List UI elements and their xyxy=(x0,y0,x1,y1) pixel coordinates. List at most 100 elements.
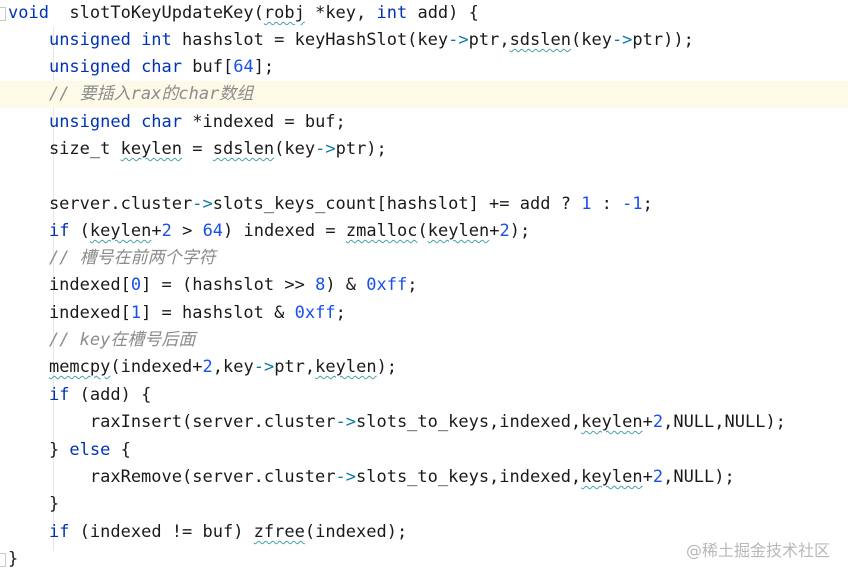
fold-marker-icon[interactable] xyxy=(0,7,6,21)
code-token: ,NULL); xyxy=(663,467,735,487)
code-token: -> xyxy=(335,467,356,487)
code-line-text: indexed[1] = hashslot & 0xff; xyxy=(8,300,346,327)
code-token: indexed[ xyxy=(8,303,131,323)
code-line-text: unsigned char buf[64]; xyxy=(8,54,274,81)
code-token: ; xyxy=(642,194,653,214)
code-token: 64 xyxy=(233,57,254,77)
code-token xyxy=(8,385,49,405)
code-line[interactable]: raxRemove(server.cluster->slots_to_keys,… xyxy=(0,464,848,491)
code-token: ]; xyxy=(253,57,275,77)
code-token: ) indexed = xyxy=(223,221,346,241)
code-token: ) & xyxy=(325,275,367,295)
code-line-text: // 槽号在前两个字符 xyxy=(8,245,216,272)
code-token: + xyxy=(151,221,162,241)
code-token: -1 xyxy=(622,194,643,214)
code-line[interactable]: size_t keylen = sdslen(key->ptr); xyxy=(0,136,848,163)
code-token xyxy=(8,330,49,350)
code-token: else xyxy=(69,440,111,460)
code-line[interactable]: void slotToKeyUpdateKey(robj *key, int a… xyxy=(0,0,848,27)
code-token: void xyxy=(8,3,49,23)
code-token: 64 xyxy=(202,221,224,241)
code-token: indexed[ xyxy=(8,275,131,295)
code-token xyxy=(8,221,49,241)
code-token: ] = (hashslot >> xyxy=(141,275,316,295)
code-line-text: // key在槽号后面 xyxy=(8,327,195,354)
code-line-text: raxInsert(server.cluster->slots_to_keys,… xyxy=(8,409,786,436)
code-line[interactable]: if (indexed != buf) zfree(indexed); xyxy=(0,519,848,546)
code-token xyxy=(8,357,49,377)
code-token: -> xyxy=(315,139,336,159)
code-token: size_t xyxy=(8,139,121,159)
code-line[interactable]: if (add) { xyxy=(0,382,848,409)
code-token: 2 xyxy=(161,221,172,241)
code-line-text: server.cluster->slots_keys_count[hashslo… xyxy=(8,191,653,218)
code-token: 2 xyxy=(499,221,510,241)
code-token: keylen xyxy=(315,357,377,377)
code-token: (indexed+ xyxy=(110,357,203,377)
code-line[interactable]: } xyxy=(0,491,848,518)
code-line[interactable]: unsigned int hashslot = keyHashSlot(key-… xyxy=(0,27,848,54)
code-token: buf[ xyxy=(182,57,234,77)
code-line[interactable]: unsigned char *indexed = buf; xyxy=(0,109,848,136)
code-token: int xyxy=(376,3,408,23)
code-token: 1 xyxy=(130,303,142,323)
code-line[interactable]: server.cluster->slots_keys_count[hashslo… xyxy=(0,191,848,218)
code-line-text: if (keylen+2 > 64) indexed = zmalloc(key… xyxy=(8,218,530,245)
code-line[interactable]: raxInsert(server.cluster->slots_to_keys,… xyxy=(0,409,848,436)
code-line-text: raxRemove(server.cluster->slots_to_keys,… xyxy=(8,464,735,491)
code-line[interactable]: // 要插入rax的char数组 xyxy=(0,81,848,108)
code-token: ,NULL,NULL); xyxy=(663,412,786,432)
code-token: unsigned char xyxy=(48,57,183,77)
code-token xyxy=(8,522,49,542)
code-token: server.cluster xyxy=(8,194,193,214)
code-line-text: unsigned int hashslot = keyHashSlot(key-… xyxy=(8,27,694,54)
code-token: } xyxy=(8,440,70,460)
code-token: (key xyxy=(570,30,612,50)
code-line[interactable]: } else { xyxy=(0,437,848,464)
fold-marker-icon[interactable] xyxy=(0,553,6,567)
watermark: @稀土掘金技术社区 xyxy=(685,541,830,560)
code-token: 2 xyxy=(652,412,664,432)
code-token: 1 xyxy=(581,194,592,214)
code-token: ] = hashslot & xyxy=(141,303,295,323)
code-token: (key xyxy=(274,139,316,159)
code-line-text: void slotToKeyUpdateKey(robj *key, int a… xyxy=(8,0,479,27)
code-token: keylen xyxy=(120,139,183,159)
code-token: sdslen xyxy=(509,30,571,50)
code-token: 2 xyxy=(652,467,664,487)
code-line[interactable]: if (keylen+2 > 64) indexed = zmalloc(key… xyxy=(0,218,848,245)
code-line[interactable]: // 槽号在前两个字符 xyxy=(0,245,848,272)
code-line-text: } xyxy=(8,546,18,573)
code-token: if xyxy=(48,385,70,405)
code-line[interactable]: unsigned char buf[64]; xyxy=(0,54,848,81)
code-token: memcpy xyxy=(48,357,111,377)
code-token: slots_keys_count[hashslot] += add ? xyxy=(212,194,582,214)
code-token: // 槽号在前两个字符 xyxy=(48,248,216,268)
code-token: *indexed = buf; xyxy=(182,112,346,132)
code-token: sdslen xyxy=(212,139,275,159)
code-token xyxy=(8,57,49,77)
code-token: add) { xyxy=(407,3,479,23)
code-line[interactable]: memcpy(indexed+2,key->ptr,keylen); xyxy=(0,354,848,381)
code-token xyxy=(8,30,49,50)
code-line[interactable]: indexed[0] = (hashslot >> 8) & 0xff; xyxy=(0,272,848,299)
code-line-text: } xyxy=(8,491,59,518)
code-token: ptr); xyxy=(335,139,387,159)
code-line[interactable]: } xyxy=(0,546,848,573)
code-line[interactable]: indexed[1] = hashslot & 0xff; xyxy=(0,300,848,327)
code-token: 0xff xyxy=(294,303,336,323)
code-token: // key在槽号后面 xyxy=(48,330,196,350)
code-token: 2 xyxy=(202,357,213,377)
code-token: keylen xyxy=(89,221,152,241)
code-token: slots_to_keys,indexed, xyxy=(356,412,582,432)
code-token xyxy=(8,84,49,104)
code-line[interactable]: // key在槽号后面 xyxy=(0,327,848,354)
code-token: -> xyxy=(611,30,633,50)
code-token: zmalloc xyxy=(345,221,418,241)
code-token xyxy=(8,112,49,132)
code-token: { xyxy=(110,440,131,460)
code-token: keylen xyxy=(581,467,643,487)
code-token: ,key xyxy=(212,357,254,377)
code-line[interactable] xyxy=(0,163,848,190)
